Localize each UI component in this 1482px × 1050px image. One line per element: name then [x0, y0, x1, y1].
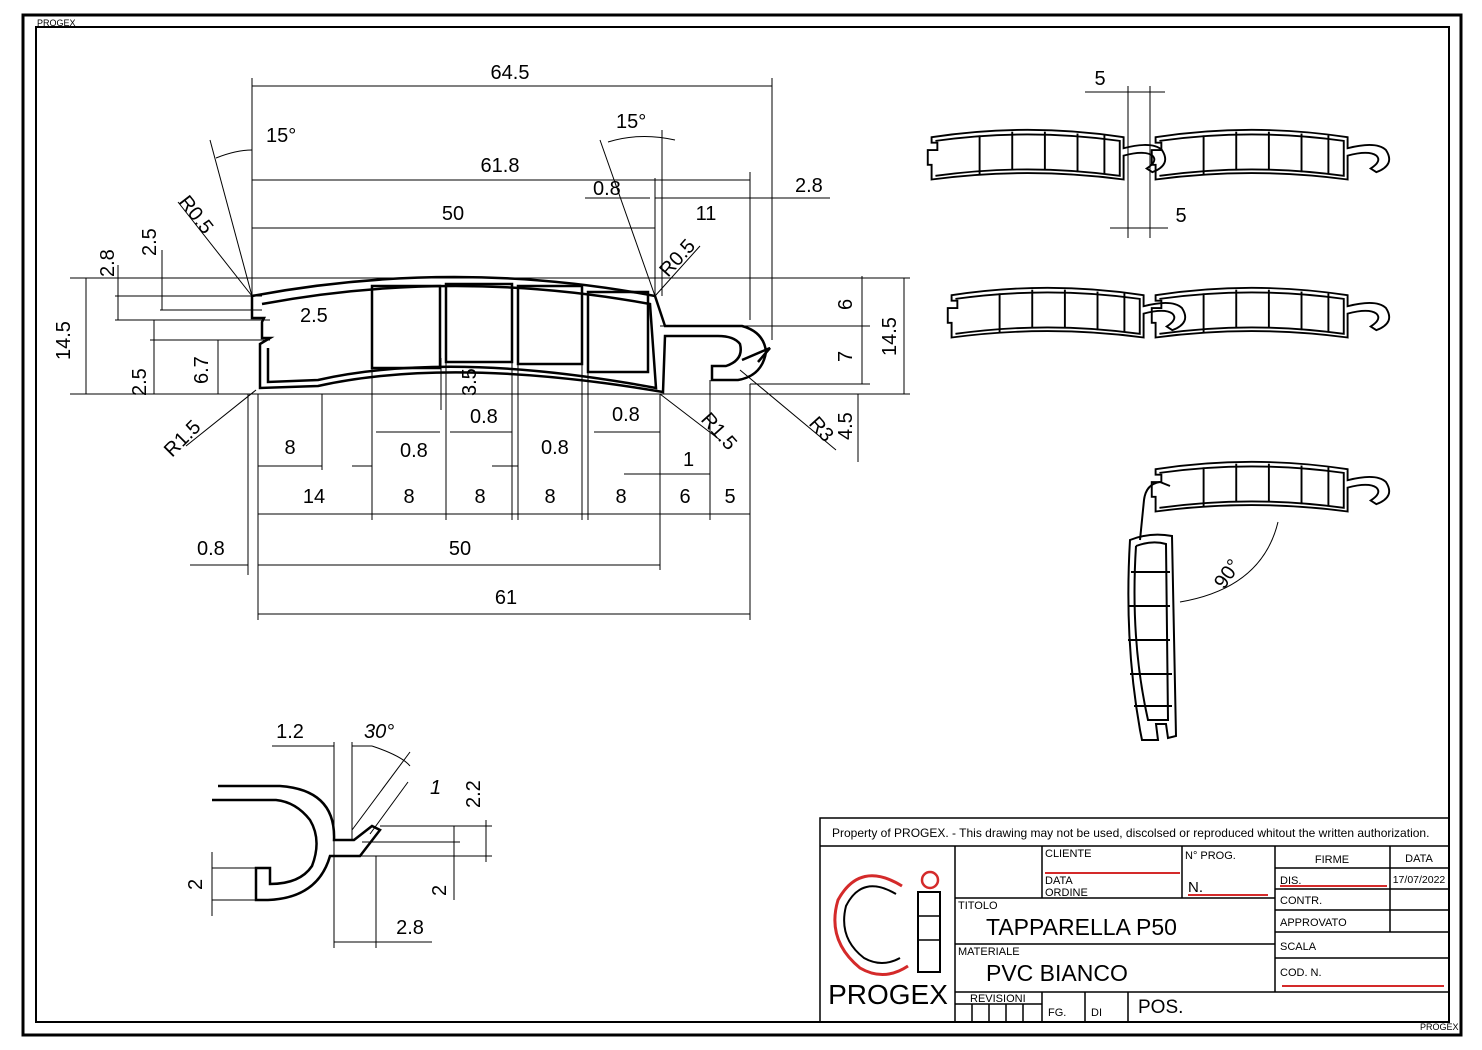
dim-50-top: 50 [442, 203, 464, 225]
dim-2-5-bot: 2.5 [129, 368, 151, 396]
label-prog: N° PROG. [1185, 850, 1236, 862]
value-dis-date: 17/07/2022 [1393, 874, 1446, 886]
dim-2-8-left: 2.8 [97, 249, 119, 277]
corner-mark-br: PROGEX [1420, 1022, 1459, 1032]
dim-0-8-b: 0.8 [470, 406, 498, 428]
dim-0-8-top: 0.8 [593, 178, 621, 200]
title-block: Property of PROGEX. - This drawing may n… [819, 817, 1450, 1023]
progex-logo: PROGEX [828, 870, 948, 1010]
outer-frame [21, 13, 1463, 1037]
value-materiale: PVC BIANCO [986, 960, 1128, 986]
dim-2-8-detail: 2.8 [396, 917, 424, 939]
dim-7: 7 [835, 351, 857, 362]
label-approvato: APPROVATO [1280, 917, 1347, 929]
label-titolo: TITOLO [958, 900, 998, 912]
dim-4-5: 4.5 [835, 412, 857, 440]
dim-r1-5-left: R1.5 [160, 416, 205, 461]
label-ordine: ORDINE [1045, 887, 1088, 899]
dim-6-b: 6 [679, 486, 690, 508]
dim-5-bot: 5 [1175, 205, 1186, 227]
dim-90-degree: 90° [1210, 555, 1245, 592]
dim-2-5-left: 2.5 [139, 228, 161, 256]
copyright-notice: Property of PROGEX. - This drawing may n… [832, 826, 1429, 840]
main-dimension-lines [70, 78, 910, 620]
dim-5-b: 5 [724, 486, 735, 508]
label-di: DI [1091, 1007, 1102, 1019]
hook-detail: 1.2 30° 1 2.2 2 2 2.8 [185, 721, 492, 948]
label-fg: FG. [1048, 1007, 1066, 1019]
assembly-view-closed [946, 286, 1391, 339]
dim-3-5: 3.5 [459, 368, 481, 396]
dim-r3: R3 [804, 413, 837, 447]
label-materiale: MATERIALE [958, 946, 1020, 958]
dim-0-8-a: 0.8 [400, 440, 428, 462]
label-pos: POS. [1138, 997, 1183, 1018]
dim-0-8-left: 0.8 [197, 538, 225, 560]
dim-14-5-left: 14.5 [53, 321, 75, 360]
dim-8-2: 8 [474, 486, 485, 508]
assembly-view-extended: 5 5 [926, 68, 1391, 238]
dim-61: 61 [495, 587, 517, 609]
dim-8-1: 8 [403, 486, 414, 508]
dim-15-right: 15° [616, 111, 646, 133]
dim-1: 1 [683, 449, 694, 471]
dim-2-8-right: 2.8 [795, 175, 823, 197]
label-firme: FIRME [1315, 854, 1349, 866]
dim-6-7: 6.7 [191, 356, 213, 384]
logo-text: PROGEX [828, 979, 948, 1010]
dim-15-left: 15° [266, 125, 296, 147]
dim-8-4: 8 [615, 486, 626, 508]
dim-0-8-d: 0.8 [612, 404, 640, 426]
dim-64-5: 64.5 [491, 62, 530, 84]
dim-2-5-inner: 2.5 [300, 305, 328, 327]
dim-14-5-right: 14.5 [879, 317, 901, 356]
dim-11: 11 [696, 203, 717, 225]
value-titolo: TAPPARELLA P50 [986, 914, 1177, 940]
dim-2-2: 2.2 [463, 780, 485, 808]
dim-14: 14 [303, 486, 325, 508]
label-revisioni: REVISIONI [970, 993, 1026, 1005]
main-dimension-texts: 64.5 61.8 50 15° 15° 0.8 11 2.8 R0.5 R0.… [53, 62, 901, 609]
corner-mark-tl: PROGEX [37, 18, 76, 28]
dim-61-8: 61.8 [481, 155, 520, 177]
dim-50-bot: 50 [449, 538, 471, 560]
inner-frame [35, 26, 1450, 1023]
label-cod: COD. N. [1280, 967, 1322, 979]
dim-1-italic: 1 [430, 777, 441, 799]
label-data: DATA [1045, 875, 1073, 887]
dim-2-right: 2 [429, 885, 451, 896]
dim-8-3: 8 [544, 486, 555, 508]
dim-6: 6 [835, 299, 857, 310]
main-profile [250, 275, 771, 394]
dim-8-a: 8 [284, 437, 295, 459]
label-cliente: CLIENTE [1045, 848, 1091, 860]
value-n: N. [1188, 879, 1203, 896]
dim-5-top: 5 [1094, 68, 1105, 90]
assembly-view-90-degree: 90° [1127, 460, 1391, 741]
label-data-col: DATA [1405, 853, 1433, 865]
label-scala: SCALA [1280, 941, 1317, 953]
dim-1-2: 1.2 [276, 721, 304, 743]
label-contr: CONTR. [1280, 895, 1322, 907]
dim-30-degree: 30° [364, 721, 394, 743]
dim-0-8-c: 0.8 [541, 437, 569, 459]
dim-r1-5-right: R1.5 [696, 409, 741, 455]
dim-2-left: 2 [185, 879, 207, 890]
dim-r0-5-left: R0.5 [174, 192, 217, 239]
label-dis: DIS. [1280, 875, 1301, 887]
